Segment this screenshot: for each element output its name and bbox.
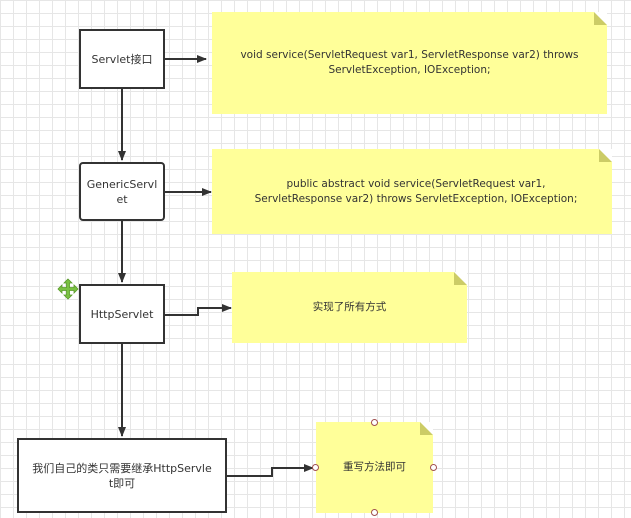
note-text: void service(ServletRequest var1, Servle…: [240, 49, 579, 76]
note-custom-class[interactable]: 重写方法即可: [316, 422, 433, 513]
note-servlet[interactable]: void service(ServletRequest var1, Servle…: [212, 12, 607, 114]
node-generic-servlet[interactable]: GenericServlet: [79, 162, 165, 221]
note-http-servlet[interactable]: 实现了所有方式: [232, 272, 467, 343]
node-http-servlet[interactable]: HttpServlet: [79, 284, 165, 344]
note-text: public abstract void service(ServletRequ…: [254, 177, 578, 205]
move-icon[interactable]: [57, 278, 79, 300]
note-fold-corner: [594, 12, 607, 25]
note-fold-corner: [454, 272, 467, 285]
note-generic-servlet[interactable]: public abstract void service(ServletRequ…: [212, 149, 612, 234]
node-label: HttpServlet: [90, 307, 154, 321]
edge-http-note[interactable]: [165, 304, 232, 316]
node-custom-class[interactable]: 我们自己的类只需要继承HttpServlet即可: [17, 438, 227, 513]
node-label: 我们自己的类只需要继承HttpServlet即可: [32, 461, 212, 490]
connection-handle-left[interactable]: [312, 464, 319, 471]
note-text: 重写方法即可: [343, 461, 406, 473]
connection-handle-bottom[interactable]: [371, 509, 378, 516]
note-fold-corner: [599, 149, 612, 162]
node-servlet[interactable]: Servlet接口: [79, 29, 165, 89]
note-fold-corner: [420, 422, 433, 435]
node-label: GenericServlet: [86, 177, 158, 206]
connection-handle-top[interactable]: [371, 419, 378, 426]
node-label: Servlet接口: [91, 52, 153, 66]
note-text: 实现了所有方式: [312, 301, 387, 313]
edge-custom-note[interactable]: [227, 464, 314, 477]
connection-handle-right[interactable]: [430, 464, 437, 471]
